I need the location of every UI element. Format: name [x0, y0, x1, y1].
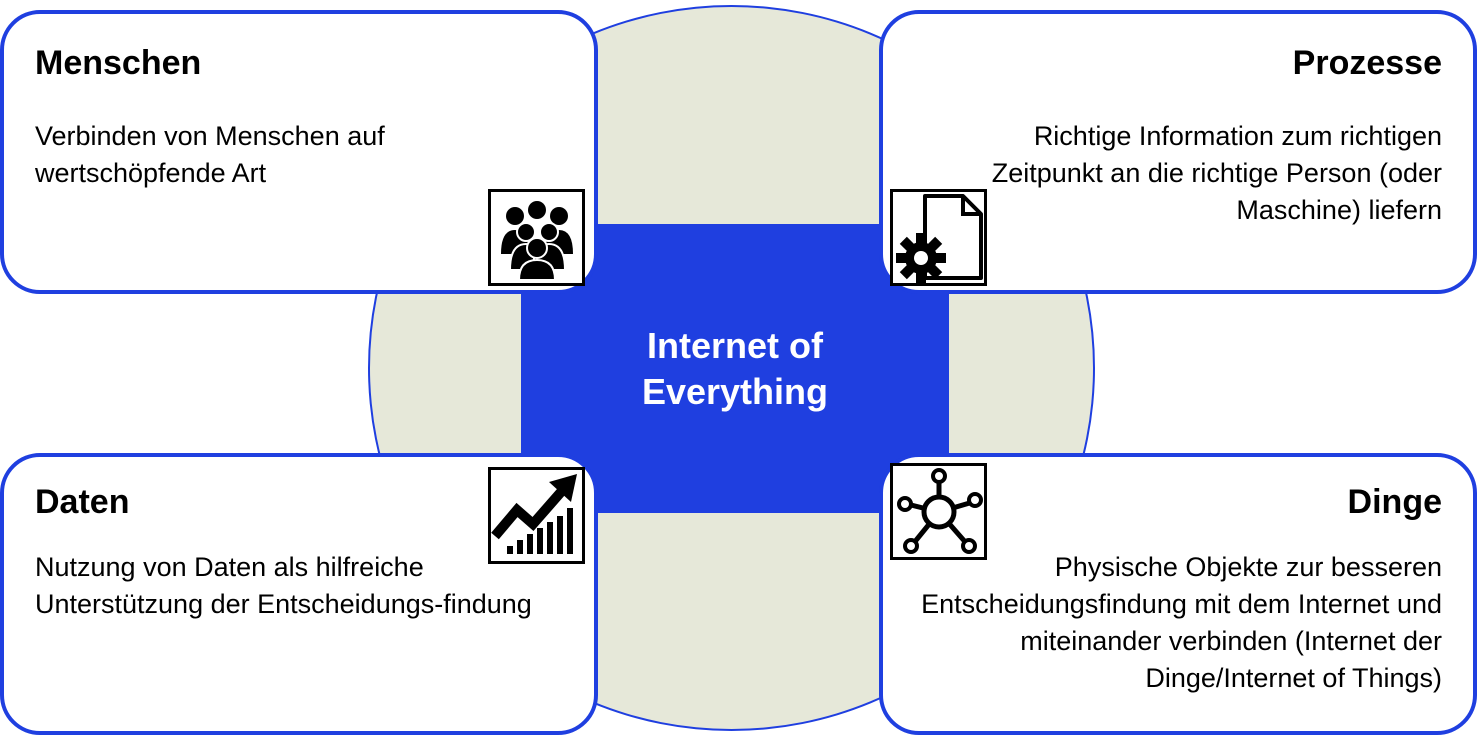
card-text-dinge: Physische Objekte zur besseren Entscheid…: [921, 552, 1442, 693]
card-text-prozesse: Richtige Information zum richtigen Zeitp…: [991, 121, 1442, 225]
document-gear-icon: [890, 189, 987, 286]
center-title-line1: Internet of: [647, 324, 823, 366]
network-hub-icon: [890, 463, 987, 560]
card-title-menschen: Menschen: [35, 44, 202, 82]
card-text-daten: Nutzung von Daten als hilfreiche Unterst…: [35, 552, 532, 619]
card-text-menschen: Verbinden von Menschen auf wertschöpfend…: [35, 121, 385, 188]
card-title-prozesse: Prozesse: [1292, 44, 1442, 82]
card-title-daten: Daten: [35, 483, 130, 521]
people-group-icon: [488, 189, 585, 286]
center-title-line2: Everything: [641, 370, 829, 412]
card-title-dinge: Dinge: [1347, 483, 1442, 521]
growth-chart-icon: [488, 467, 585, 564]
